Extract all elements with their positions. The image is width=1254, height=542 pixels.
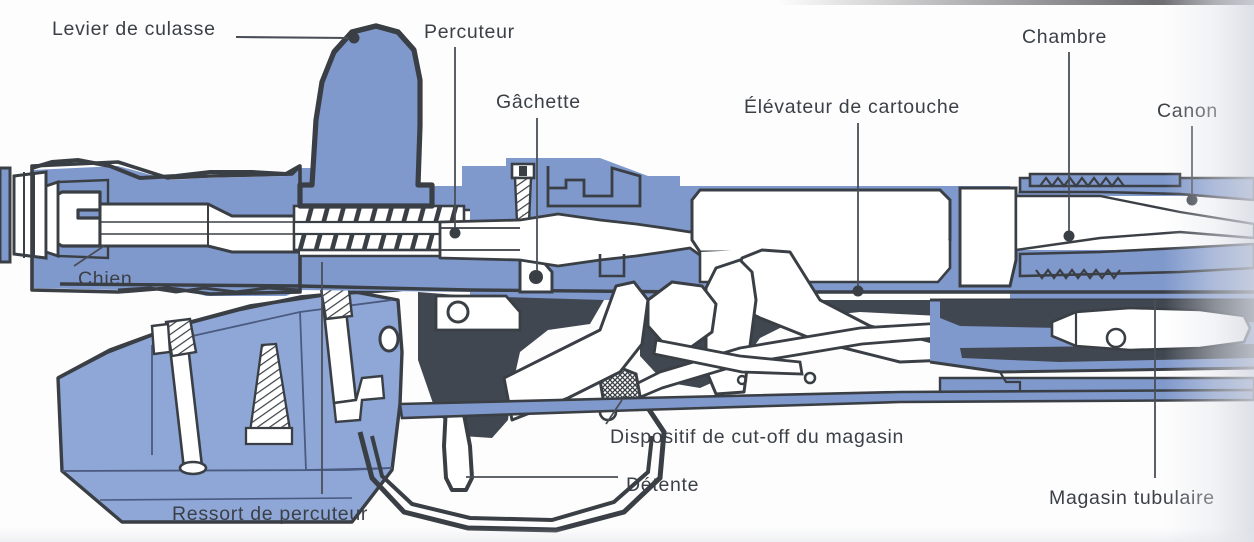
label-detente: Détente	[626, 474, 700, 496]
firing-pin-bracket	[598, 254, 626, 278]
receiver-bottom-band	[59, 282, 1254, 294]
leader-percuteur	[449, 47, 461, 239]
label-chambre: Chambre	[1022, 26, 1108, 48]
part-hammer	[44, 178, 110, 260]
label-canon: Canon	[1157, 100, 1218, 122]
part-trigger-guard	[357, 395, 667, 533]
label-chien: Chien	[78, 268, 133, 290]
leader-chambre	[1063, 52, 1075, 242]
part-cartridge-lifter	[618, 188, 964, 406]
receiver-step-detail	[546, 166, 642, 208]
part-trigger	[442, 402, 474, 492]
label-levier-de-culasse: Levier de culasse	[52, 18, 216, 40]
part-bolt-handle	[297, 23, 435, 209]
label-magasin-tubulaire: Magasin tubulaire	[1049, 487, 1215, 509]
label-ressort-de-percuteur: Ressort de percuteur	[172, 503, 369, 525]
leader-chien	[73, 245, 105, 267]
part-cartridge	[1050, 306, 1252, 352]
part-wood-screw	[244, 342, 294, 446]
leader-gachette	[531, 118, 543, 282]
label-dispositif-cut-off: Dispositif de cut-off du magasin	[610, 426, 905, 448]
part-barrel-threads	[1035, 176, 1125, 280]
part-mainspring	[292, 204, 472, 252]
stock-hole	[378, 325, 400, 353]
part-stock-screw-front	[150, 317, 208, 476]
leader-levier-de-culasse	[235, 32, 360, 44]
part-action-levers	[434, 280, 804, 422]
part-buttstock	[56, 284, 425, 524]
leader-dispositif-cut-off	[605, 399, 623, 425]
leader-lines	[73, 32, 1198, 494]
label-elevateur: Élévateur de cartouche	[744, 96, 960, 118]
part-forend	[398, 388, 1254, 420]
leader-elevateur	[852, 123, 864, 297]
label-percuteur: Percuteur	[424, 21, 515, 43]
label-gachette: Gâchette	[496, 91, 581, 113]
